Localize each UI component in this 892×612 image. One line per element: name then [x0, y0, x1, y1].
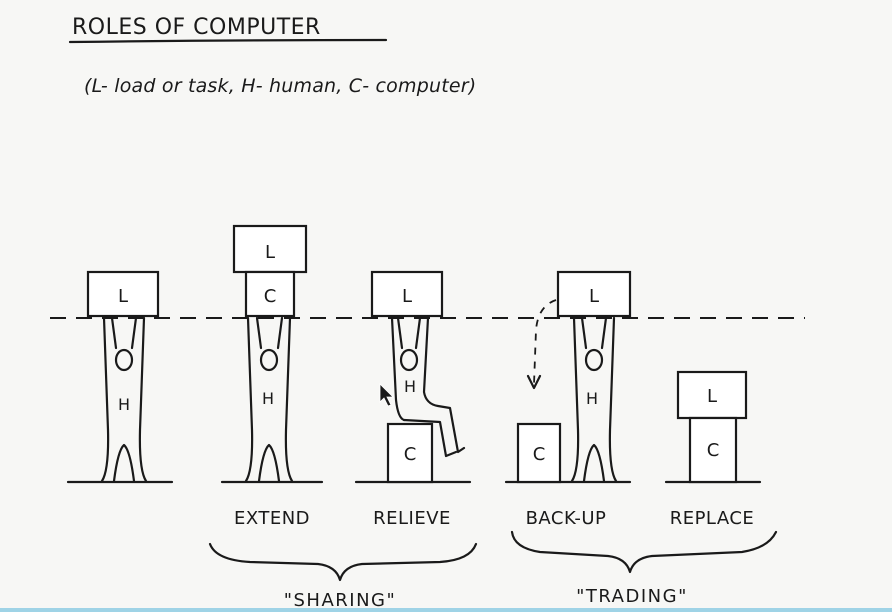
human-seated-leg [402, 418, 458, 458]
caption-extend: EXTEND [234, 508, 310, 529]
computer-box [516, 422, 562, 484]
arrow-head [526, 374, 542, 390]
trading-brace [510, 530, 778, 574]
figure-relieve: L H C [354, 270, 472, 484]
caption-relieve: RELIEVE [373, 508, 451, 529]
human-right-side [138, 316, 148, 483]
load-box-label: L [118, 286, 128, 307]
human-label: H [262, 389, 274, 408]
human-left-side [390, 316, 406, 422]
backup-dashed-arrow [533, 299, 557, 385]
computer-box-label: C [533, 444, 546, 465]
human-legs [257, 443, 281, 483]
human-legs [112, 443, 136, 483]
load-box [370, 270, 444, 318]
load-box-label: L [589, 286, 599, 307]
figure-human-only: L H [66, 270, 174, 484]
human-left-side [100, 316, 110, 483]
bottom-edge-bar [0, 608, 892, 612]
human-arm-right [600, 316, 608, 350]
human-label: H [118, 395, 130, 414]
human-right-side [608, 316, 618, 483]
computer-box [386, 422, 434, 484]
load-box-label: L [707, 386, 717, 407]
human-head [114, 348, 134, 372]
load-box-label: L [265, 242, 275, 263]
human-left-side [244, 316, 254, 483]
human-right-side [284, 316, 294, 483]
human-arm-right [276, 316, 284, 350]
figure-extend: L C H [220, 224, 324, 484]
caption-backup: BACK-UP [526, 508, 607, 529]
human-label: H [586, 389, 598, 408]
human-arm-right [130, 316, 138, 350]
human-arm-left [110, 316, 118, 350]
human-arm-left [396, 316, 404, 350]
computer-box-label: C [707, 440, 720, 461]
computer-box [688, 416, 738, 484]
caption-replace: REPLACE [670, 508, 755, 529]
human-arm-left [580, 316, 588, 350]
human-legs [582, 443, 606, 483]
computer-box-label: C [404, 444, 417, 465]
title-underline [68, 38, 388, 44]
diagram-title: ROLES OF COMPUTER [72, 15, 321, 40]
sharing-brace [208, 542, 478, 582]
human-head [399, 348, 419, 372]
human-head [584, 348, 604, 372]
human-head [259, 348, 279, 372]
load-box [86, 270, 160, 318]
human-right-side-leg [422, 316, 466, 454]
figure-replace: L C [664, 370, 762, 484]
human-arm-left [255, 316, 263, 350]
human-label: H [404, 377, 416, 396]
figure-backup: L H C [504, 270, 632, 484]
load-box-label: L [402, 286, 412, 307]
group-trading: "TRADING" [576, 586, 688, 607]
computer-box-label: C [264, 286, 277, 307]
mouse-cursor-icon [379, 383, 394, 407]
group-sharing: "SHARING" [284, 590, 397, 611]
legend-text: (L- load or task, H- human, C- computer) [84, 75, 476, 97]
computer-box [244, 270, 296, 318]
load-box [556, 270, 632, 318]
human-left-side [570, 316, 580, 483]
human-arm-right [414, 316, 422, 350]
